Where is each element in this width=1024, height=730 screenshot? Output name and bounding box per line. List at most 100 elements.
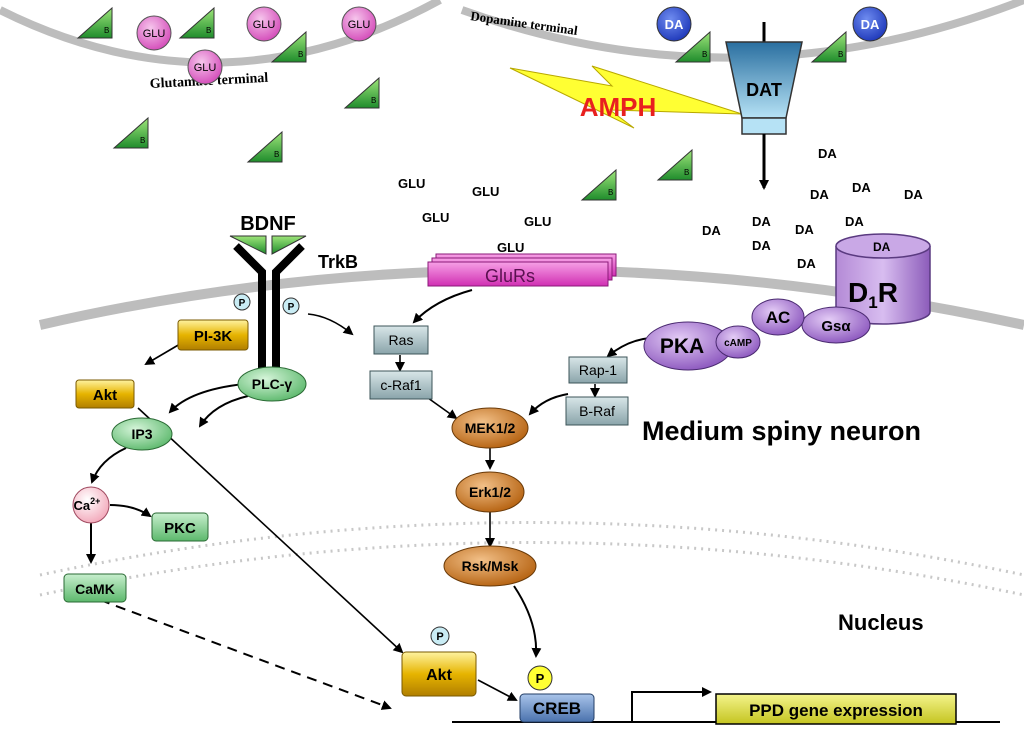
ppd-gene-expression-box: PPD gene expression [715, 693, 957, 725]
arrow-pi3k-to-akt [144, 343, 181, 366]
arrow-plc-to-ip3 [168, 383, 245, 414]
trkb-phospho-right: P [282, 297, 300, 315]
arrow-ca-to-pkc [109, 504, 152, 518]
svg-text:B: B [206, 26, 211, 35]
camk-node: CaMK [63, 573, 127, 603]
svg-text:B: B [608, 188, 613, 197]
dat-transporter: DAT [725, 22, 803, 190]
creb-node: CREB [519, 693, 595, 723]
svg-text:P: P [536, 671, 545, 686]
transcription-arrow [631, 687, 712, 722]
svg-text:Erk1/2: Erk1/2 [469, 484, 511, 500]
mek-node: MEK1/2 [451, 407, 529, 449]
svg-text:GLU: GLU [194, 62, 217, 74]
svg-text:Rsk/Msk: Rsk/Msk [462, 558, 519, 574]
da-molecule: DA [795, 222, 814, 237]
camp-node: cAMP [715, 325, 761, 359]
svg-text:B: B [274, 150, 279, 159]
arrow-glurs-to-ras [412, 289, 473, 324]
svg-text:IP3: IP3 [131, 426, 152, 442]
arrow-camk-to-nucleus [99, 599, 392, 710]
ip3-node: IP3 [111, 417, 173, 451]
arrow-braf-to-mek [528, 393, 569, 416]
svg-text:P: P [288, 302, 295, 313]
svg-text:B: B [104, 26, 109, 35]
nuclear-akt-phospho: P [430, 626, 450, 646]
svg-text:B: B [140, 136, 145, 145]
pka-node: PKA [643, 321, 733, 371]
glu-vesicle: GLU [136, 15, 172, 51]
svg-text:Akt: Akt [426, 667, 452, 684]
synaptic-dopamine: DA DA DA DA DA DA DA DA DA DA [702, 146, 923, 271]
gs-alpha-node: Gsα [801, 306, 871, 344]
d1r-bound-da: DA [873, 240, 891, 254]
rsk-msk-node: Rsk/Msk [443, 545, 537, 587]
pathway-arrows [86, 289, 651, 710]
svg-text:GLU: GLU [348, 19, 371, 31]
nuclear-akt-node: Akt [401, 651, 477, 697]
svg-text:Gsα: Gsα [821, 318, 851, 335]
craf1-node: c-Raf1 [369, 370, 433, 400]
svg-text:PPD gene expression: PPD gene expression [749, 701, 923, 720]
bdnf-ligand-icon [271, 235, 307, 255]
svg-text:B: B [702, 50, 707, 59]
da-molecule: DA [852, 180, 871, 195]
da-molecule: DA [752, 214, 771, 229]
arrow-trkb-to-ras [307, 313, 354, 336]
glu-molecule: GLU [422, 210, 449, 225]
da-molecule: DA [904, 187, 923, 202]
svg-text:PKC: PKC [164, 520, 196, 537]
arrow-akt-to-creb [477, 679, 518, 701]
bdnf-triangle-icon: B [810, 30, 847, 63]
d1-receptor: DA D1R [835, 233, 931, 325]
bdnf-triangle-icon: B [343, 76, 380, 109]
svg-text:B: B [838, 50, 843, 59]
plc-gamma-node: PLC-γ [237, 366, 307, 402]
trkb-label: TrkB [318, 252, 358, 272]
svg-text:GLU: GLU [253, 19, 276, 31]
bdnf-markers: B B B B B B B B B B [76, 6, 847, 201]
da-molecule: DA [797, 256, 816, 271]
glu-molecule: GLU [398, 176, 425, 191]
glu-vesicle: GLU [246, 6, 282, 42]
svg-text:DA: DA [861, 17, 880, 32]
svg-text:CaMK: CaMK [75, 581, 115, 597]
arrow-ip3-to-ca [90, 447, 127, 484]
svg-text:Rap-1: Rap-1 [579, 362, 617, 378]
da-vesicle: DA [852, 6, 888, 42]
synaptic-glutamate: GLU GLU GLU GLU GLU [398, 176, 551, 255]
da-molecule: DA [845, 214, 864, 229]
glutamate-receptors: GluRs [427, 253, 617, 287]
bdnf-triangle-icon: B [178, 6, 215, 39]
svg-text:B-Raf: B-Raf [579, 403, 615, 419]
bdnf-ligand-icon [229, 235, 267, 255]
svg-text:PKA: PKA [660, 335, 704, 358]
svg-text:PLC-γ: PLC-γ [252, 376, 293, 392]
cell-title: Medium spiny neuron [642, 416, 921, 446]
ras-node: Ras [373, 325, 429, 355]
glu-molecule: GLU [524, 214, 551, 229]
svg-text:c-Raf1: c-Raf1 [380, 377, 421, 393]
bdnf-triangle-icon: B [674, 30, 711, 63]
rap1-node: Rap-1 [568, 356, 628, 384]
bdnf-triangle-icon: B [270, 30, 307, 63]
da-molecule: DA [818, 146, 837, 161]
da-molecule: DA [702, 223, 721, 238]
svg-text:PI-3K: PI-3K [194, 328, 233, 345]
trkb-receptor: BDNF TrkB P P [229, 213, 358, 370]
glu-molecule: GLU [497, 240, 524, 255]
arrow-akt-to-nuclear-akt [137, 407, 404, 654]
trkb-phospho-left: P [233, 293, 251, 311]
svg-text:B: B [298, 50, 303, 59]
da-molecule: DA [810, 187, 829, 202]
svg-text:B: B [684, 168, 689, 177]
svg-text:DA: DA [665, 17, 684, 32]
amph-label: AMPH [580, 92, 657, 122]
dat-label: DAT [746, 80, 782, 100]
glu-vesicle: GLU [187, 49, 223, 85]
svg-text:CREB: CREB [533, 699, 581, 718]
calcium-node: Ca2+ [72, 486, 110, 524]
glu-vesicle: GLU [341, 6, 377, 42]
nucleus-label: Nucleus [838, 610, 924, 635]
